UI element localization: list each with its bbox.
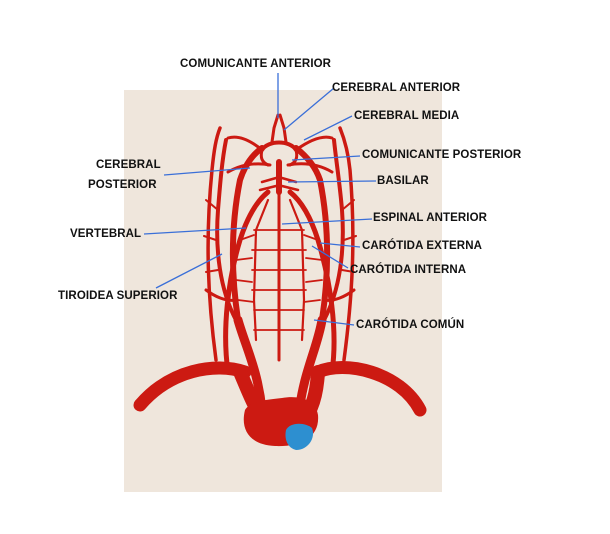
leader-espinal-anterior: [281, 218, 373, 225]
label-carotida-comun: CARÓTIDA COMÚN: [356, 319, 465, 331]
label-cerebral-posterior-line2: POSTERIOR: [88, 179, 157, 191]
label-basilar: BASILAR: [377, 175, 429, 187]
leader-cerebral-anterior: [283, 87, 335, 131]
label-comunicante-posterior: COMUNICANTE POSTERIOR: [362, 149, 522, 161]
left-spinal-lattice: [252, 198, 270, 342]
label-cerebral-posterior-line1: CEREBRAL: [96, 159, 161, 171]
left-outer-branch: [206, 126, 222, 362]
right-spinal-lattice: [288, 198, 306, 342]
right-radicular-branches: [303, 234, 323, 303]
left-internal-carotid: [230, 145, 265, 323]
right-posterior-cerebral: [286, 162, 334, 174]
right-outer-branch: [338, 126, 355, 362]
left-common-carotid: [233, 315, 267, 415]
left-radicular-branches: [235, 234, 255, 303]
right-anterior-cerebral: [278, 113, 288, 144]
left-cerebellar-branches: [258, 176, 278, 192]
label-espinal-anterior: ESPINAL ANTERIOR: [373, 212, 488, 224]
right-subclavian-artery: [311, 361, 427, 417]
leader-comunicante-posterior: [291, 155, 361, 161]
left-anterior-cerebral: [270, 113, 280, 144]
leader-carotida-externa: [319, 242, 361, 248]
circle-of-willis: [260, 140, 298, 152]
label-cerebral-media: CEREBRAL MEDIA: [354, 110, 460, 122]
leader-carotida-interna: [311, 245, 349, 269]
label-tiroidea-superior: TIROIDEA SUPERIOR: [58, 290, 178, 302]
left-vertebral: [223, 189, 271, 375]
right-middle-cerebral: [294, 135, 334, 152]
left-superior-thyroid: [204, 288, 238, 302]
left-middle-cerebral: [226, 135, 264, 152]
label-vertebral: VERTEBRAL: [70, 228, 142, 240]
blue-patch: [285, 423, 314, 450]
right-common-carotid: [295, 315, 327, 410]
label-cerebral-anterior: CEREBRAL ANTERIOR: [332, 82, 461, 94]
leader-cerebral-media: [303, 115, 353, 141]
leader-basilar: [287, 180, 377, 183]
leader-cerebral-posterior: [163, 167, 251, 176]
label-carotida-interna: CARÓTIDA INTERNA: [350, 264, 467, 276]
right-vertebral: [287, 189, 337, 375]
left-small-lateral-branches: [203, 199, 219, 273]
leader-tiroidea-superior: [155, 253, 223, 289]
leader-carotida-comun: [313, 319, 355, 326]
label-comunicante-anterior: COMUNICANTE ANTERIOR: [180, 58, 332, 70]
leader-lines: [143, 73, 377, 326]
spinal-cross-branches: [251, 229, 307, 331]
left-posterior-cerebral: [226, 162, 272, 174]
leader-vertebral: [143, 227, 247, 235]
right-internal-carotid: [293, 145, 330, 323]
right-small-lateral-branches: [341, 199, 357, 273]
right-superior-thyroid: [322, 288, 356, 302]
label-carotida-externa: CARÓTIDA EXTERNA: [362, 240, 483, 252]
